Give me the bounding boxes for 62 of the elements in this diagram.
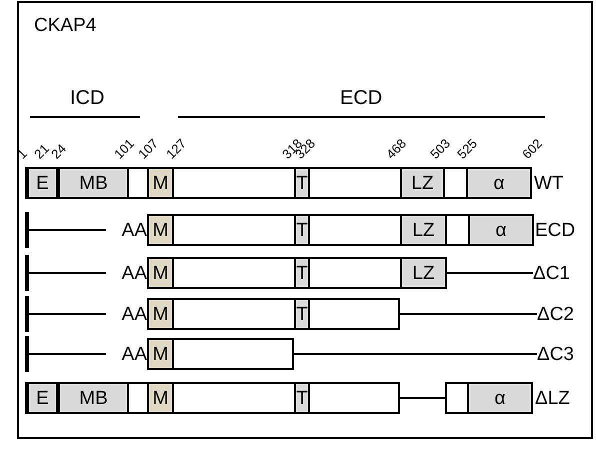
domain-box: T (294, 214, 310, 246)
membrane-domain-box: M (147, 338, 174, 370)
mutation-label: AA (106, 214, 147, 246)
construct-label: ΔC2 (537, 298, 593, 330)
protein-construct-bar (147, 338, 294, 370)
start-bar (25, 212, 29, 248)
domain-box: E (25, 167, 58, 199)
membrane-domain-box: M (147, 167, 174, 199)
residue-number: 101 (112, 136, 136, 161)
construct-label: ΔC3 (537, 338, 593, 370)
protein-construct-bar (147, 298, 400, 330)
connector-line (29, 272, 106, 274)
residue-number: 107 (136, 136, 160, 161)
domain-box: MB (58, 167, 129, 199)
connector-line (29, 353, 106, 355)
mutation-label: AA (106, 338, 147, 370)
membrane-domain-box: M (147, 214, 174, 246)
connector-line (447, 272, 533, 274)
residue-number: 24 (48, 142, 68, 161)
construct-label: WT (534, 167, 590, 199)
domain-box: T (294, 167, 310, 199)
domain-box: MB (58, 382, 129, 414)
protein-construct-bar (445, 382, 533, 414)
connector-line (400, 313, 537, 315)
domain-box: T (294, 298, 310, 330)
region-heading: ECD (340, 88, 382, 108)
connector-line (400, 397, 445, 399)
membrane-domain-box: M (147, 257, 174, 289)
membrane-domain-box: M (147, 382, 174, 414)
protein-construct-bar (25, 167, 532, 199)
connector-line (29, 229, 106, 231)
domain-box: LZ (400, 167, 445, 199)
domain-box: LZ (400, 214, 447, 246)
mutation-label: AA (106, 298, 147, 330)
mutation-label: AA (106, 257, 147, 289)
residue-number: 127 (164, 136, 188, 161)
residue-number: 468 (384, 136, 408, 161)
protein-construct-bar (147, 257, 447, 289)
domain-box: E (25, 382, 58, 414)
domain-box: α (467, 382, 533, 414)
diagram-title: CKAP4 (34, 16, 96, 35)
residue-number: 503 (428, 136, 452, 161)
domain-box: α (468, 214, 534, 246)
start-bar (25, 296, 29, 332)
connector-line (294, 353, 537, 355)
construct-label: ΔC1 (533, 257, 591, 289)
residue-number: 525 (454, 136, 480, 161)
membrane-domain-box: M (147, 298, 174, 330)
region-heading: ICD (70, 88, 104, 108)
construct-label: ECD (535, 214, 593, 246)
domain-box: LZ (400, 257, 447, 289)
protein-construct-bar (25, 382, 400, 414)
domain-box: α (466, 167, 532, 199)
domain-box: T (294, 382, 310, 414)
connector-line (29, 313, 106, 315)
start-bar (25, 255, 29, 291)
domain-box: T (294, 257, 310, 289)
construct-label: ΔLZ (535, 382, 593, 414)
protein-construct-bar (147, 214, 534, 246)
residue-number: 602 (520, 136, 544, 161)
residue-number: 21 (32, 142, 52, 161)
start-bar (25, 336, 29, 372)
